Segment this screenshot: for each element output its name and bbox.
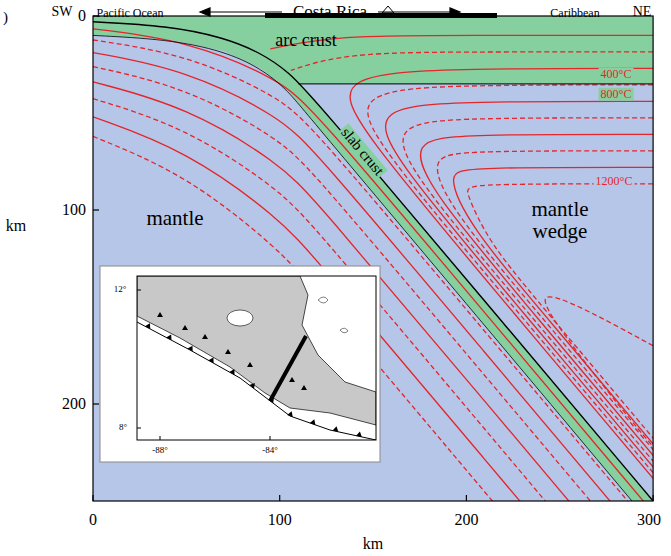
isotherm-line <box>93 82 653 501</box>
land-area <box>137 276 376 425</box>
trench-tooth <box>333 426 340 432</box>
volcano-mark <box>225 349 231 354</box>
slab-crust-region <box>93 22 653 501</box>
lake <box>227 310 253 326</box>
isotherm-line <box>454 167 654 501</box>
axis-tick-label: 0 <box>89 512 97 529</box>
isotherm-line <box>403 118 653 501</box>
trench-tooth <box>208 356 216 363</box>
panel-letter: ) <box>3 10 8 26</box>
isotherm-line <box>368 85 653 501</box>
latitude-label: 12° <box>114 285 127 294</box>
longitude-label: -88° <box>152 446 168 455</box>
plot-frame <box>93 16 653 501</box>
region-label: Caribbean <box>550 7 599 20</box>
inset-map <box>100 266 380 462</box>
isotherm-label: 1200°C <box>594 175 635 188</box>
trench-tooth <box>187 344 195 351</box>
isotherm-line <box>93 40 653 501</box>
axis-tick-label: 200 <box>454 512 478 529</box>
isotherm-line <box>350 68 653 501</box>
volcano-mark <box>182 325 188 330</box>
isotherm-label: 400°C <box>599 68 634 81</box>
axis-tick-label: 200 <box>62 396 86 413</box>
longitude-label: -84° <box>262 446 278 455</box>
isotherm-line <box>93 99 653 501</box>
axis-tick-label: 0 <box>78 8 86 25</box>
axis-title: km <box>363 536 383 553</box>
region-label: Costa Rica <box>293 3 367 21</box>
layer-label: mantle wedge <box>520 198 600 242</box>
isotherm-line <box>93 67 653 501</box>
isotherm-line <box>545 297 653 447</box>
axis-title: km <box>6 218 26 235</box>
direction-label: NE <box>633 5 652 20</box>
volcano-mark <box>157 312 163 317</box>
isotherm-line <box>386 101 654 501</box>
volcano-mark <box>301 385 307 390</box>
isotherm-line <box>93 117 653 501</box>
volcano-mark <box>247 362 253 367</box>
slab-crust-base-line <box>93 35 653 501</box>
trench-tooth <box>145 322 153 329</box>
trench-line <box>137 322 376 440</box>
isotherms <box>93 29 653 501</box>
volcano-mark <box>202 334 208 339</box>
moho-line <box>298 83 653 84</box>
isotherm-line <box>93 136 653 501</box>
direction-label: SW <box>52 5 73 20</box>
isotherm-line <box>468 184 653 501</box>
layer-label: arc crust <box>275 31 336 50</box>
trench-tooth <box>249 381 257 389</box>
latitude-label: 8° <box>119 423 127 432</box>
isotherm-line <box>437 151 653 501</box>
trench-tooth <box>287 410 294 417</box>
trench-tooth <box>310 418 317 425</box>
islands <box>318 297 348 333</box>
axis-tick-label: 100 <box>62 202 86 219</box>
layer-label: mantle <box>146 207 203 229</box>
plot-area <box>93 16 653 501</box>
axis-tick-label: 300 <box>637 512 661 529</box>
slab-surface-line <box>93 22 653 501</box>
mantle-region <box>93 16 653 501</box>
trench-tooth <box>356 431 363 437</box>
axis-ticks <box>93 16 653 501</box>
isotherm-line <box>93 53 653 501</box>
volcano-mark <box>289 377 295 382</box>
axis-tick-label: 100 <box>268 512 292 529</box>
region-label: Pacific Ocean <box>97 7 164 20</box>
arc-crust-region <box>93 16 653 84</box>
trench-tooth <box>229 368 237 375</box>
trench-tooth <box>166 333 174 340</box>
transect-line <box>270 336 306 401</box>
isotherm-label: 800°C <box>599 88 634 101</box>
